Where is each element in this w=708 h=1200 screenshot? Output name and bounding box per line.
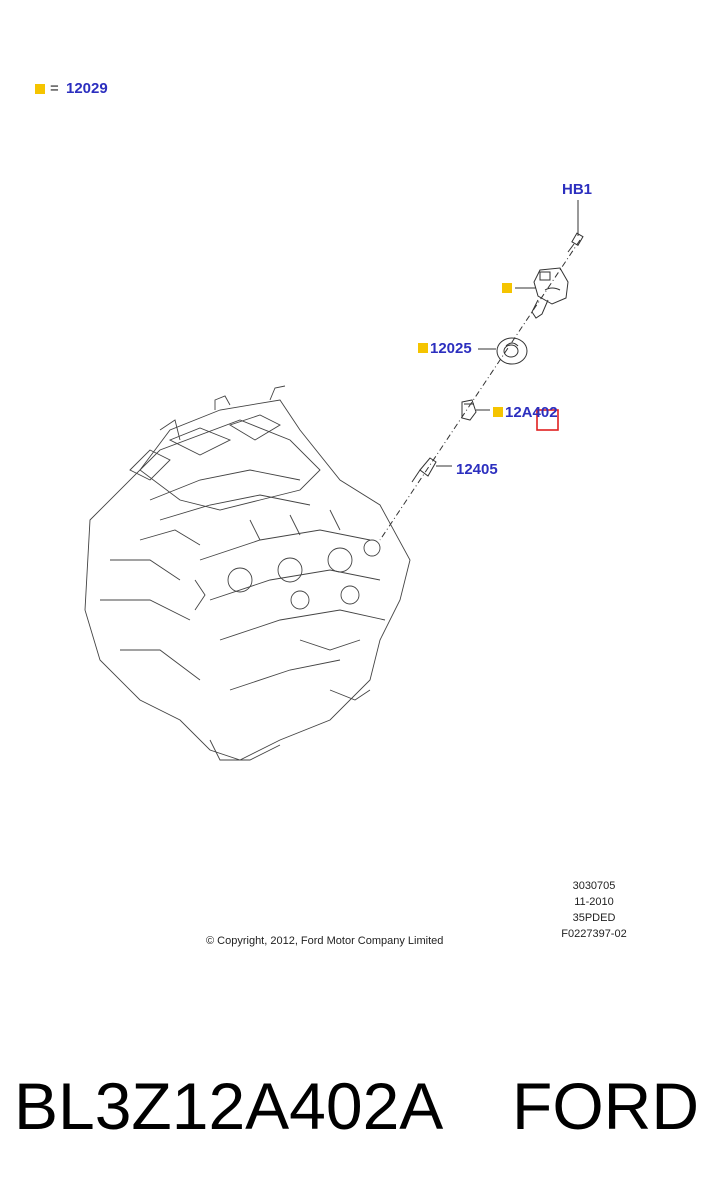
callout-hb1: HB1 (562, 181, 593, 198)
engine-block-drawing (84, 385, 411, 761)
highlight-box (536, 409, 559, 431)
legend-equals: = (50, 80, 59, 97)
product-brand: FORD (512, 1069, 699, 1143)
callout-12405: 12405 (456, 461, 498, 478)
marker-square-12a402 (493, 407, 503, 417)
legend-part-number: 12029 (66, 80, 108, 97)
assembly-axis-line (379, 239, 581, 541)
hb1-bolt-drawing (567, 232, 584, 253)
product-part-number: BL3Z12A402A (14, 1069, 444, 1143)
copyright-notice: © Copyright, 2012, Ford Motor Company Li… (206, 935, 444, 947)
legend-marker-square (35, 84, 45, 94)
washer-12025-drawing (478, 337, 528, 365)
spark-plug-12405-drawing (411, 457, 452, 483)
meta-line-1: 3030705 (572, 880, 616, 892)
callout-12025: 12025 (430, 340, 472, 357)
ignition-coil-drawing (515, 267, 569, 319)
coil-marker-square (502, 283, 512, 293)
engine-exploded-diagram (84, 200, 584, 761)
meta-line-2: 11-2010 (574, 896, 614, 908)
boot-12a402-drawing (461, 399, 490, 421)
meta-line-3: 35PDED (572, 912, 616, 924)
diagram-meta: 3030705 11-2010 35PDED F0227397-02 (554, 878, 634, 942)
marker-square-12025 (418, 343, 428, 353)
callout-12a402: 12A402 (505, 404, 558, 421)
meta-line-4: F0227397-02 (561, 928, 627, 940)
